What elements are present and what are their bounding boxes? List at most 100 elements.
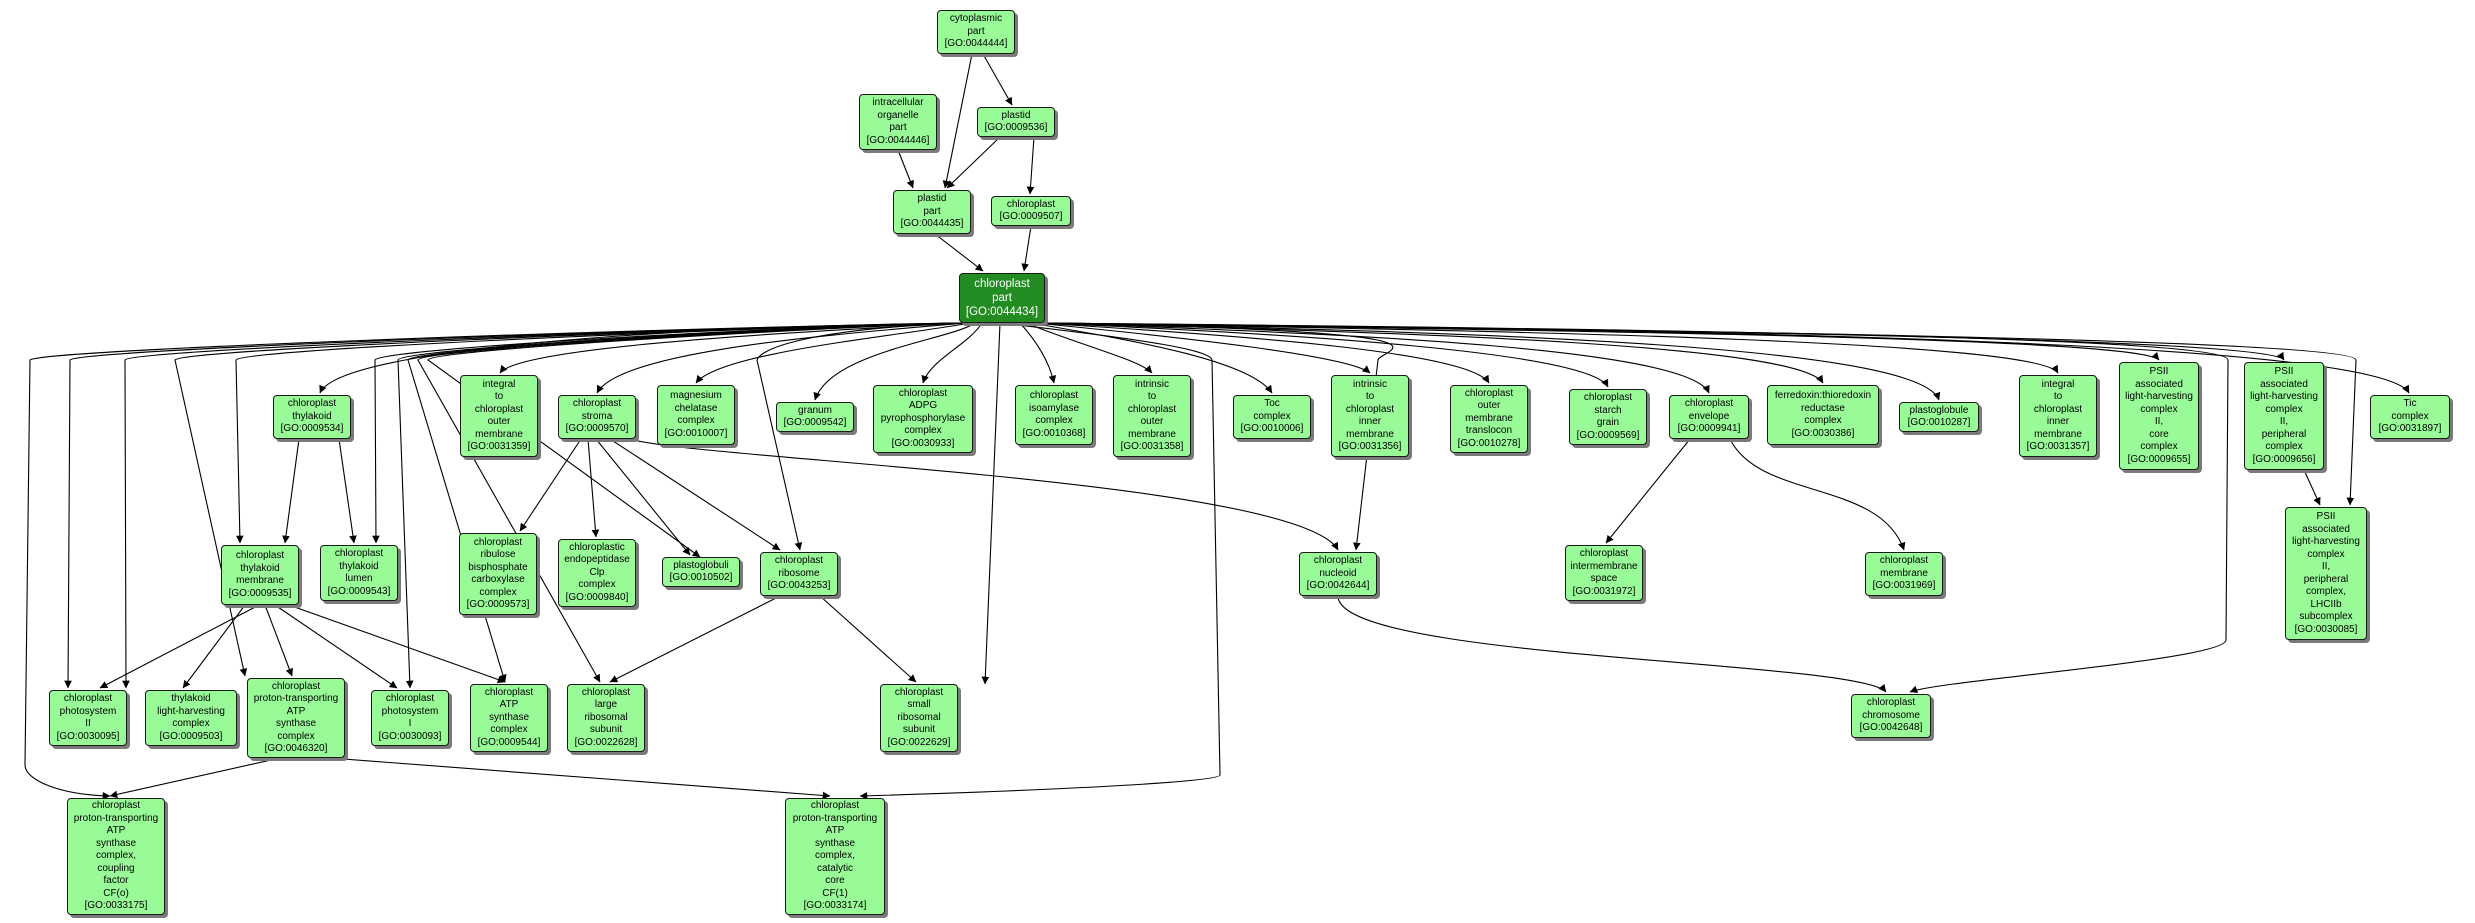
node-label-line: [GO:0009573] — [466, 599, 530, 610]
node-label-line: chloroplast — [898, 387, 948, 399]
node-label-line: membrane — [1346, 428, 1394, 440]
node-label-line: granum — [798, 404, 832, 416]
node-label-line: associated — [2302, 523, 2350, 535]
edge — [813, 322, 976, 401]
node-label-line: outer — [1477, 400, 1501, 412]
node-label-line: ribosomal — [897, 711, 941, 723]
edge — [1042, 322, 1941, 401]
node-label-line: [GO:0044435] — [900, 218, 964, 230]
node-label-line: [GO:0030095] — [56, 730, 120, 742]
node-label-line: integral — [2041, 378, 2075, 390]
edge — [1605, 438, 1691, 544]
edge — [1034, 322, 1371, 374]
node-label-line: I — [408, 718, 412, 729]
node-label-line: [GO:0010368] — [1022, 427, 1086, 439]
node-label-line: core — [2149, 428, 2169, 440]
node-label-line: complex — [904, 425, 942, 437]
node-label-line: organelle — [877, 109, 919, 121]
node-label-line: ATP — [106, 825, 126, 837]
node-label-line: reductase — [1801, 402, 1845, 414]
node-label-line: [GO:0033175] — [84, 900, 148, 912]
node-label-line: complex — [1804, 415, 1842, 426]
edge — [1043, 322, 2160, 361]
node-label-line: light-harvesting — [2125, 391, 2193, 402]
node-label-line: [GO:0009656] — [2252, 453, 2316, 465]
node-label-line: complex, — [2305, 586, 2346, 597]
node-label-line: isoamylase — [1028, 402, 1080, 414]
node-label-line: CF(1) — [822, 887, 848, 899]
node-label-line: chloroplast — [91, 800, 141, 812]
node-label-line: starch — [1594, 404, 1622, 416]
node-label-line: membrane — [1465, 412, 1513, 424]
node-label-line: chloroplast — [1879, 555, 1929, 567]
node-label-line: chloroplast — [1127, 403, 1177, 415]
node-chloroplast[interactable]: chloroplast[GO:0009507] — [991, 196, 1071, 226]
node-label-line: complex, — [814, 850, 855, 862]
node-plastoglobuli[interactable]: plastoglobuli[GO:0010502] — [662, 557, 740, 587]
node-granum[interactable]: granum[GO:0009542] — [776, 402, 854, 432]
node-label-line: factor — [103, 875, 129, 887]
node-label-line: chloroplast — [1866, 697, 1916, 709]
node-label-line: part — [923, 205, 941, 217]
node-label-line: [GO:0044434] — [965, 306, 1039, 318]
node-label-line: chloroplast — [894, 686, 944, 698]
node-label-line: core — [825, 875, 845, 887]
node-label-line: complex — [2140, 441, 2178, 452]
node-label-line: ribulose — [480, 549, 516, 560]
edges-layer — [24, 53, 2410, 800]
node-label-line: peripheral — [2261, 428, 2307, 440]
edge — [595, 438, 691, 556]
node-label-line: plastoglobule — [1909, 404, 1969, 416]
node-plastid[interactable]: plastid[GO:0009536] — [977, 107, 1055, 137]
node-label-line: coupling — [97, 862, 135, 874]
node-label-line: Toc — [1264, 398, 1280, 410]
node-label-line: [GO:0030386] — [1791, 427, 1855, 439]
node-label-line: synthase — [814, 837, 856, 849]
node-label-line: synthase — [275, 718, 317, 729]
edge — [695, 322, 971, 384]
node-label-line: light-harvesting — [2250, 391, 2318, 402]
node-plastoglobule[interactable]: plastoglobule[GO:0010287] — [1899, 402, 1979, 432]
